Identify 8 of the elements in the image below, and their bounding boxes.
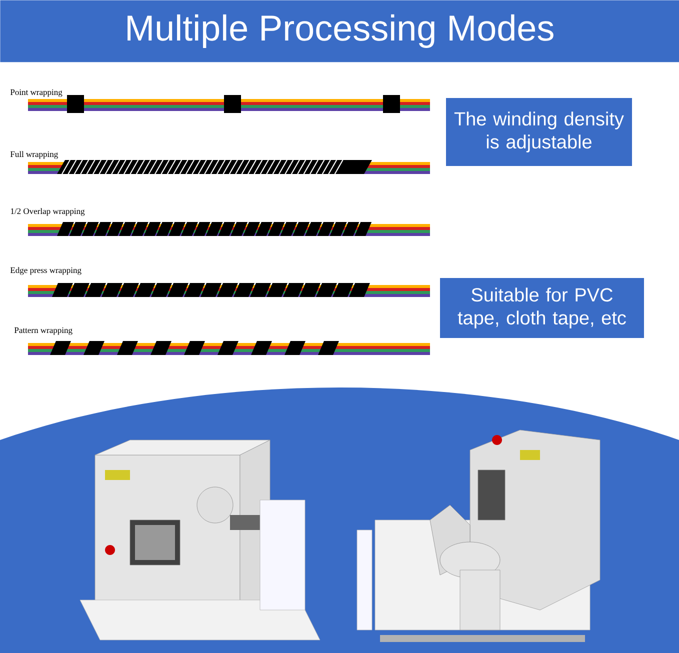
mode-label: 1/2 Overlap wrapping	[10, 208, 85, 216]
mode-label: Full wrapping	[10, 151, 58, 159]
title-banner: Multiple Processing Modes	[0, 0, 679, 62]
text-box: The winding density is adjustable	[446, 98, 632, 166]
text-box: Suitable for PVC tape, cloth tape, etc	[440, 278, 644, 338]
mode-label: Pattern wrapping	[14, 327, 72, 335]
mode-label: Point wrapping	[10, 89, 62, 97]
mode-label: Edge press wrapping	[10, 267, 82, 275]
